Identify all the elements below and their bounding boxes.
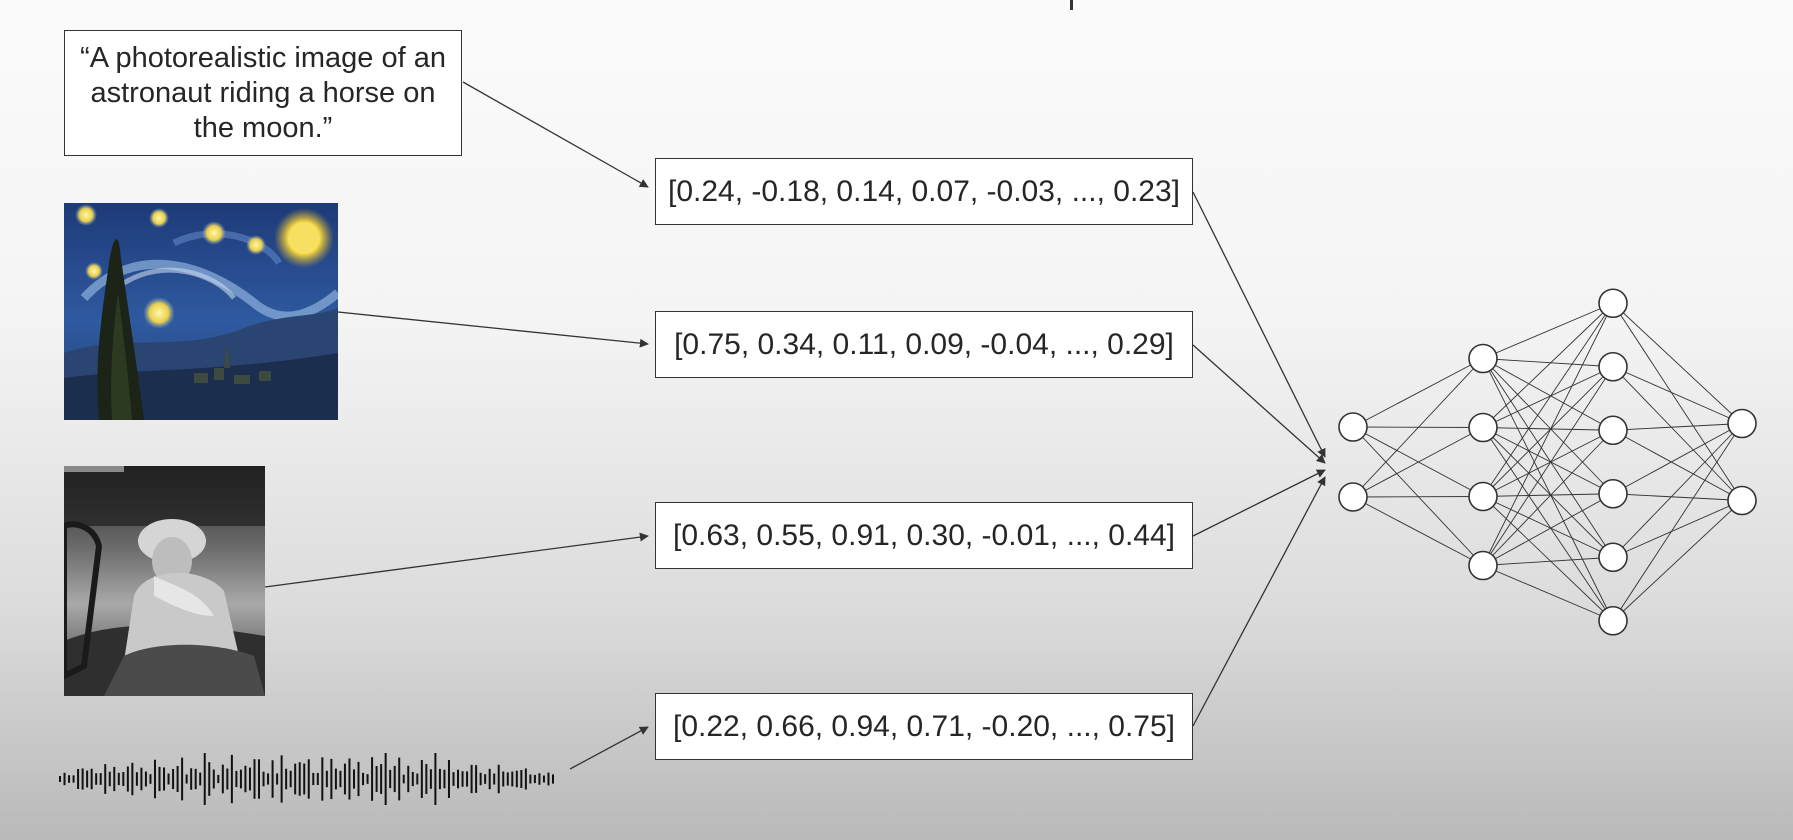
network-edge bbox=[1612, 302, 1743, 424]
network-node-hidden1 bbox=[1468, 481, 1498, 512]
arrow-painting-to-vector bbox=[337, 311, 649, 348]
network-edge bbox=[1482, 358, 1614, 495]
network-edge bbox=[1352, 358, 1484, 428]
network-edge bbox=[1612, 423, 1743, 558]
network-node-output bbox=[1727, 485, 1757, 516]
network-edge bbox=[1482, 496, 1614, 558]
network-edge bbox=[1482, 358, 1614, 621]
network-node-hidden1 bbox=[1468, 412, 1498, 443]
network-edge bbox=[1352, 427, 1484, 498]
network-edge bbox=[1352, 496, 1484, 566]
embedding-vector-photo-label: [0.63, 0.55, 0.91, 0.30, -0.01, ..., 0.4… bbox=[672, 518, 1176, 552]
embedding-vector-image-label: [0.75, 0.34, 0.11, 0.09, -0.04, ..., 0.2… bbox=[674, 327, 1174, 361]
network-node-input bbox=[1338, 412, 1368, 442]
arrow-vector3-to-network bbox=[1192, 469, 1326, 537]
network-node-hidden2 bbox=[1598, 478, 1628, 509]
network-edge bbox=[1482, 302, 1614, 497]
text-prompt-box: “A photorealistic image of an astronaut … bbox=[64, 30, 462, 156]
network-edge bbox=[1482, 493, 1614, 497]
network-edge bbox=[1482, 366, 1614, 428]
embedding-vector-photo: [0.63, 0.55, 0.91, 0.30, -0.01, ..., 0.4… bbox=[655, 502, 1193, 569]
network-edge bbox=[1482, 302, 1614, 428]
network-edge bbox=[1482, 493, 1614, 566]
network-edge bbox=[1482, 427, 1614, 622]
network-edge bbox=[1612, 366, 1743, 424]
network-edge bbox=[1612, 366, 1743, 501]
network-node-hidden2 bbox=[1598, 288, 1628, 319]
network-edge bbox=[1352, 358, 1484, 498]
network-edge bbox=[1612, 493, 1743, 501]
network-edge bbox=[1482, 303, 1614, 566]
network-edge bbox=[1482, 366, 1614, 497]
arrow-vector2-to-network bbox=[1192, 344, 1326, 464]
top-edge-mark bbox=[1070, 0, 1073, 10]
arrow-photo-to-vector bbox=[264, 532, 649, 588]
network-node-hidden1 bbox=[1468, 550, 1498, 581]
text-prompt-label: “A photorealistic image of an astronaut … bbox=[80, 41, 446, 144]
arrow-vector4-to-network bbox=[1192, 476, 1326, 727]
network-edge bbox=[1482, 427, 1614, 495]
photo-image bbox=[64, 466, 265, 696]
network-edge bbox=[1612, 423, 1743, 495]
arrow-audio-to-vector bbox=[569, 726, 649, 770]
arrow-vector1-to-network bbox=[1192, 191, 1326, 458]
network-edge bbox=[1352, 426, 1484, 566]
network-edge bbox=[1482, 358, 1614, 368]
network-node-hidden1 bbox=[1468, 343, 1498, 374]
network-edge bbox=[1482, 565, 1614, 622]
network-connections bbox=[1352, 302, 1743, 622]
network-edge bbox=[1612, 429, 1743, 501]
network-edge bbox=[1612, 500, 1743, 622]
network-edge bbox=[1482, 358, 1614, 558]
network-node-hidden2 bbox=[1598, 542, 1628, 573]
network-node-hidden2 bbox=[1598, 415, 1628, 446]
network-edge bbox=[1612, 423, 1743, 431]
network-edge bbox=[1612, 500, 1743, 558]
network-edge bbox=[1482, 429, 1614, 566]
network-edge bbox=[1612, 423, 1743, 621]
network-edge bbox=[1612, 303, 1743, 501]
embedding-vector-image: [0.75, 0.34, 0.11, 0.09, -0.04, ..., 0.2… bbox=[655, 311, 1193, 378]
network-node-hidden2 bbox=[1598, 351, 1628, 382]
network-edge bbox=[1352, 496, 1484, 498]
network-edge bbox=[1482, 496, 1614, 622]
network-edge bbox=[1482, 366, 1614, 566]
network-edge bbox=[1482, 302, 1614, 359]
arrow-text-to-vector bbox=[462, 81, 649, 188]
embedding-vector-audio-label: [0.22, 0.66, 0.94, 0.71, -0.20, ..., 0.7… bbox=[672, 709, 1176, 743]
network-edge bbox=[1482, 556, 1614, 566]
network-edge bbox=[1482, 427, 1614, 558]
painting-image bbox=[64, 203, 338, 420]
network-node-output bbox=[1727, 408, 1757, 439]
network-edge bbox=[1482, 429, 1614, 497]
embedding-vector-audio: [0.22, 0.66, 0.94, 0.71, -0.20, ..., 0.7… bbox=[655, 693, 1193, 760]
embedding-vector-text: [0.24, -0.18, 0.14, 0.07, -0.03, ..., 0.… bbox=[655, 158, 1193, 225]
embedding-vector-text-label: [0.24, -0.18, 0.14, 0.07, -0.03, ..., 0.… bbox=[667, 174, 1180, 208]
network-edge bbox=[1482, 427, 1614, 431]
network-node-input bbox=[1338, 482, 1368, 512]
network-node-hidden2 bbox=[1598, 605, 1628, 636]
network-edge bbox=[1482, 358, 1614, 431]
